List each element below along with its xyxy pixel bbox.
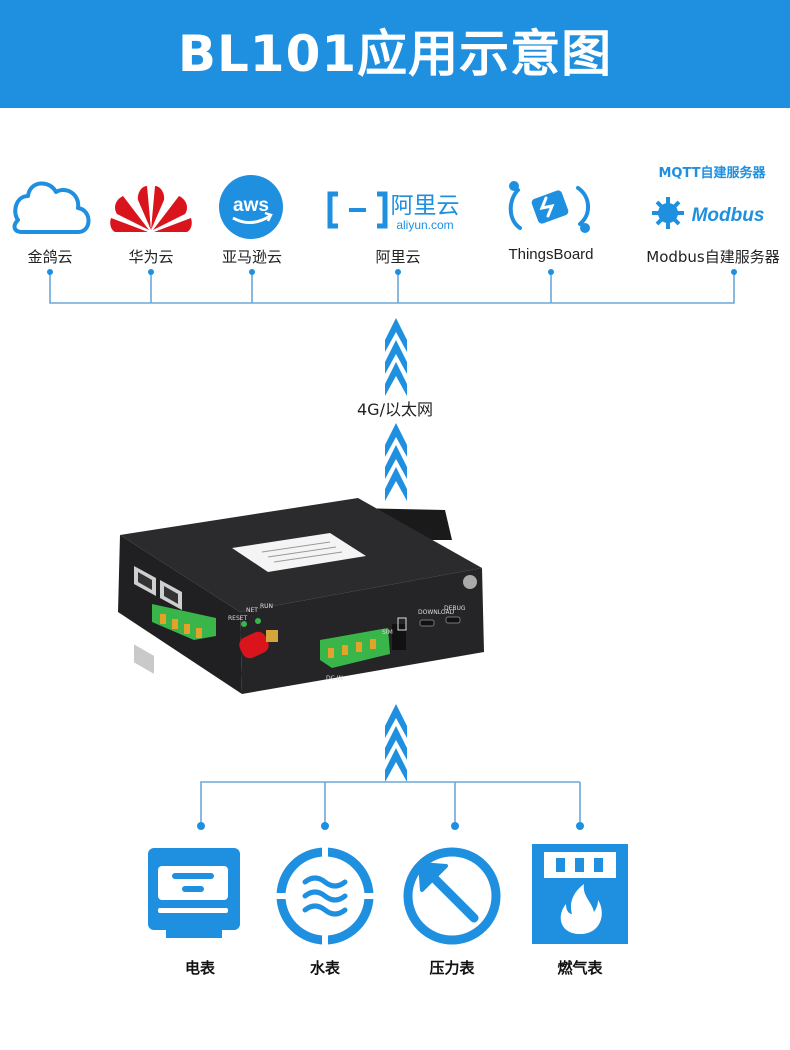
cloud-outline-icon — [12, 181, 91, 234]
port-label-sim: SIM — [382, 629, 393, 636]
uplink-arrows-bottom — [385, 704, 407, 782]
meter-bus-lines — [200, 781, 581, 826]
cloud-label-thingsboard: ThingsBoard — [508, 246, 594, 263]
gas-meter-icon — [532, 844, 628, 944]
modbus-logo-text: Modbus — [692, 205, 765, 226]
electric-meter-icon — [148, 848, 240, 938]
port-label-reset: RESET — [228, 615, 248, 622]
port-label-run: RUN — [260, 603, 273, 610]
pressure-gauge-icon — [403, 847, 501, 945]
cloud-label-modbus: Modbus自建服务器 — [646, 248, 780, 266]
aliyun-logo-icon — [327, 191, 388, 229]
page-title: BL101应用示意图 — [177, 25, 613, 83]
water-meter-icon — [272, 842, 378, 950]
aws-logo-text: aws — [233, 195, 269, 216]
aliyun-logo-text: 阿里云 — [391, 193, 460, 219]
thingsboard-logo-icon — [508, 181, 590, 233]
uplink-arrows-top — [385, 318, 407, 396]
cloud-label-aws: 亚马逊云 — [221, 248, 282, 266]
router-device-icon — [118, 498, 484, 694]
aliyun-logo-subtext: aliyun.com — [396, 218, 453, 232]
meter-label-pressure: 压力表 — [429, 959, 475, 977]
huawei-logo-icon — [110, 186, 192, 232]
modbus-logo-icon — [652, 197, 684, 229]
header-banner: BL101应用示意图 — [0, 0, 790, 108]
meter-label-water: 水表 — [309, 959, 340, 977]
meter-label-gas: 燃气表 — [557, 959, 603, 977]
cloud-bus-lines — [49, 272, 735, 304]
uplink-arrows-middle — [385, 423, 407, 501]
cloud-label-aliyun: 阿里云 — [375, 248, 421, 266]
modbus-top-note: MQTT自建服务器 — [658, 166, 766, 181]
aws-logo-icon — [219, 175, 283, 239]
cloud-label-jinge: 金鸽云 — [27, 248, 73, 266]
port-label-debug: DEBUG — [444, 605, 466, 612]
network-label: 4G/以太网 — [357, 400, 433, 419]
port-label-net: NET — [246, 607, 258, 614]
meter-label-electric: 电表 — [184, 959, 215, 977]
port-label-download: DOWNLOAD — [418, 609, 455, 616]
cloud-label-huawei: 华为云 — [128, 248, 174, 266]
port-label-dcin: DC IN — [326, 675, 343, 682]
